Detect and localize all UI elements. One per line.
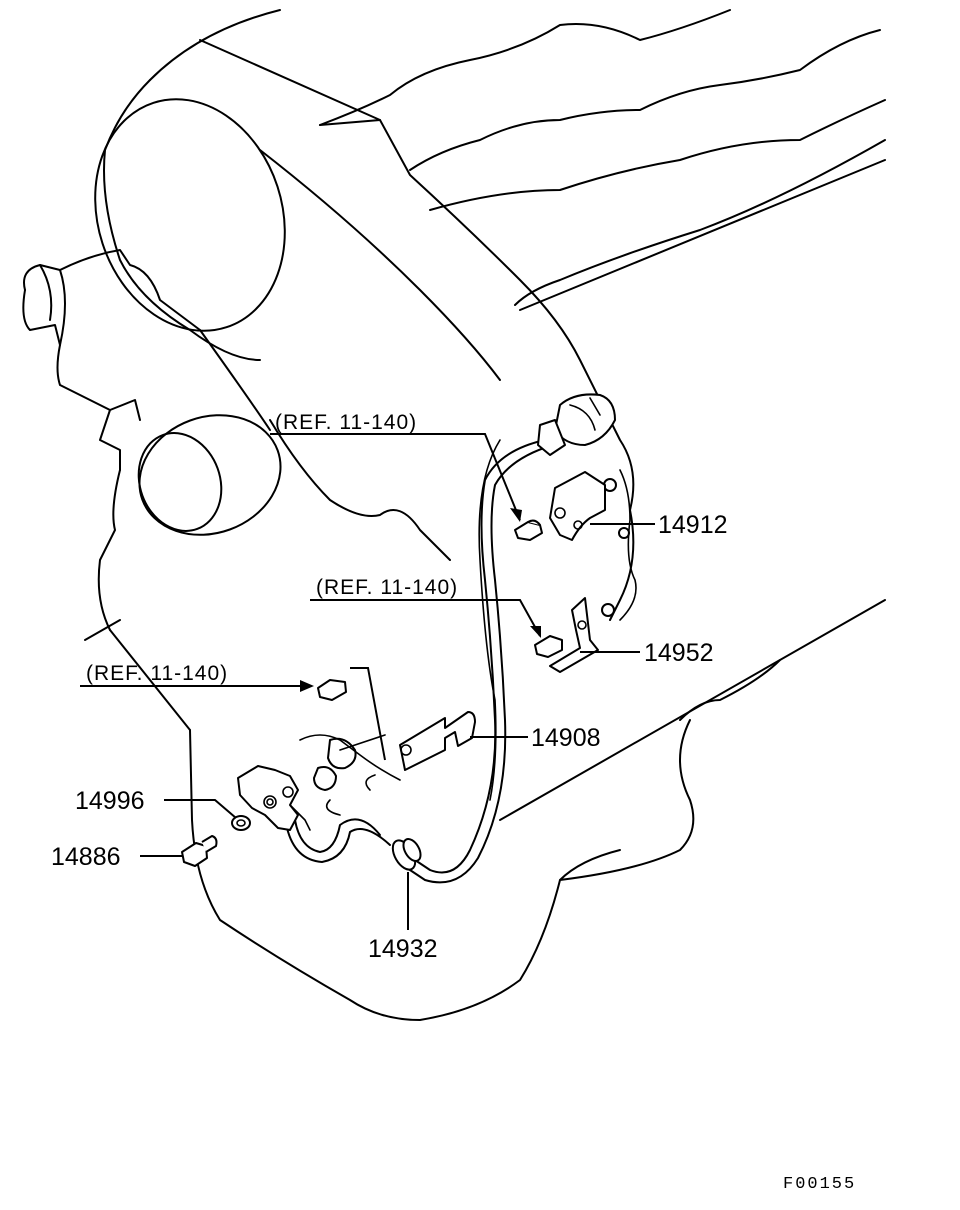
ref-label-upper: (REF. 11-140) [275, 411, 417, 434]
ref-label-middle: (REF. 11-140) [316, 576, 458, 599]
sensor-harness [286, 439, 554, 884]
part-number-14932: 14932 [368, 935, 438, 963]
part-number-14886: 14886 [51, 843, 121, 871]
washer-14996 [231, 815, 251, 831]
ref-bolt-middle [534, 635, 563, 658]
part-number-14912: 14912 [658, 511, 728, 539]
bolt-14886 [181, 835, 218, 867]
clamp-14908 [399, 711, 476, 771]
part-number-14908: 14908 [531, 724, 601, 752]
part-number-14996: 14996 [75, 787, 145, 815]
ref-bolt-upper [514, 519, 543, 541]
harness-connector [537, 393, 616, 456]
leader-lines [80, 433, 655, 930]
bracket-14952 [549, 597, 599, 673]
bracket-14912 [549, 471, 606, 541]
crank-angle-sensor [237, 765, 311, 831]
arrowheads [300, 508, 541, 692]
ref-label-lower: (REF. 11-140) [86, 662, 228, 685]
grommet-14932 [391, 838, 422, 871]
ref-bolt-lower [317, 679, 347, 701]
part-number-14952: 14952 [644, 639, 714, 667]
figure-code: F00155 [783, 1175, 856, 1194]
